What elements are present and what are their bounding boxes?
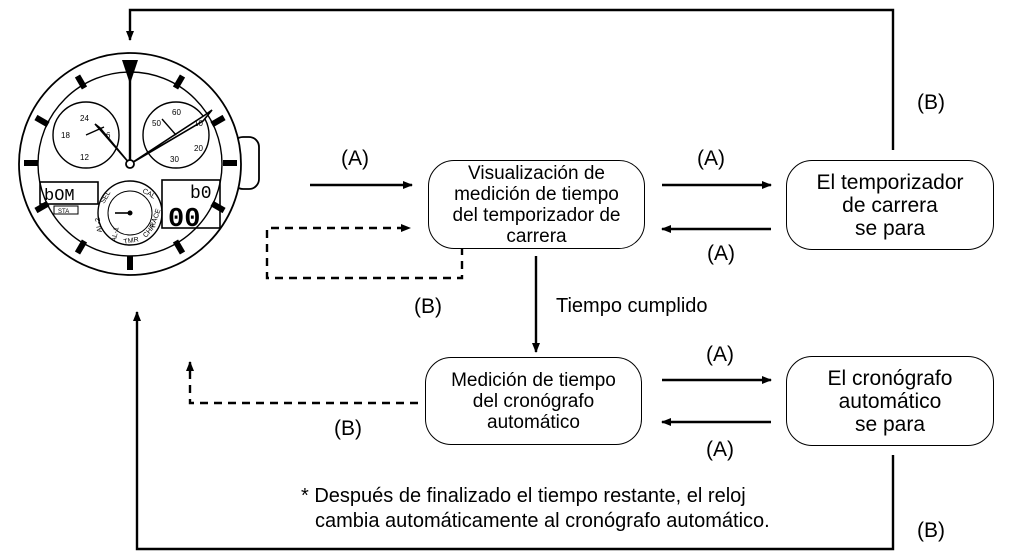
label-b-right-top: (B) <box>917 91 945 114</box>
hour-hand <box>94 123 131 165</box>
left-dial-num-0: 24 <box>80 114 89 123</box>
footnote: * Después de finalizado el tiempo restan… <box>301 484 770 534</box>
dashed-arrow-b-bottom <box>186 361 418 405</box>
mode-ring-2: AL-2 <box>94 217 103 233</box>
label-a-stop-to-display: (A) <box>707 242 735 265</box>
watch-right-top-digits: b0 <box>190 184 212 204</box>
label-a-stop-to-chrono: (A) <box>706 438 734 461</box>
left-dial-num-2: 6 <box>106 131 111 140</box>
label-b-right-bottom: (B) <box>917 519 945 542</box>
node-chrono-stops: El cronógrafo automático se para <box>786 356 994 446</box>
node-display-label: Visualización de medición de tiempo del … <box>452 162 621 247</box>
footnote-line2: cambia automáticamente al cronógrafo aut… <box>315 510 770 532</box>
label-a-to-display: (A) <box>341 147 369 170</box>
dashed-arrow-b-top <box>265 224 464 280</box>
node-timer-stops-label: El temporizador de carrera se para <box>816 170 964 240</box>
right-dial-num-0: 60 <box>172 108 181 117</box>
watch-right-big-digits: 00 <box>168 205 200 235</box>
right-lcd <box>161 179 221 229</box>
node-display: Visualización de medición de tiempo del … <box>428 160 645 249</box>
hour-markers <box>24 60 237 270</box>
minute-hand <box>129 109 213 165</box>
node-chrono-measure-label: Medición de tiempo del cronógrafo automá… <box>451 369 616 433</box>
left-dial-num-1: 18 <box>61 131 70 140</box>
node-chrono-measure: Medición de tiempo del cronógrafo automá… <box>425 357 642 445</box>
right-dial-num-4: 30 <box>170 155 179 164</box>
outer-loop-top <box>126 8 895 150</box>
label-a-display-to-stop: (A) <box>697 147 725 170</box>
label-a-chrono-to-stop: (A) <box>706 343 734 366</box>
left-subdial <box>52 101 120 169</box>
label-time-done: Tiempo cumplido <box>556 295 708 317</box>
watch-illustration <box>18 52 260 276</box>
mode-ring-3: AL-1 <box>111 226 120 242</box>
watch-left-small: STA <box>58 209 69 215</box>
outer-loop-bottom <box>133 311 895 551</box>
left-lcd <box>39 181 99 205</box>
node-chrono-stops-label: El cronógrafo automático se para <box>827 366 953 436</box>
footnote-line1: * Después de finalizado el tiempo restan… <box>301 485 746 507</box>
node-timer-stops: El temporizador de carrera se para <box>786 160 994 250</box>
right-dial-num-1: 50 <box>152 119 161 128</box>
label-b-dashed-top: (B) <box>414 295 442 318</box>
watch-left-display: bOM <box>44 187 75 206</box>
right-subdial <box>142 101 210 169</box>
mode-ring-4: TMR <box>123 236 139 246</box>
right-dial-num-2: 10 <box>194 119 203 128</box>
left-dial-num-3: 12 <box>80 153 89 162</box>
label-b-dashed-bottom: (B) <box>334 417 362 440</box>
right-dial-num-3: 20 <box>194 144 203 153</box>
